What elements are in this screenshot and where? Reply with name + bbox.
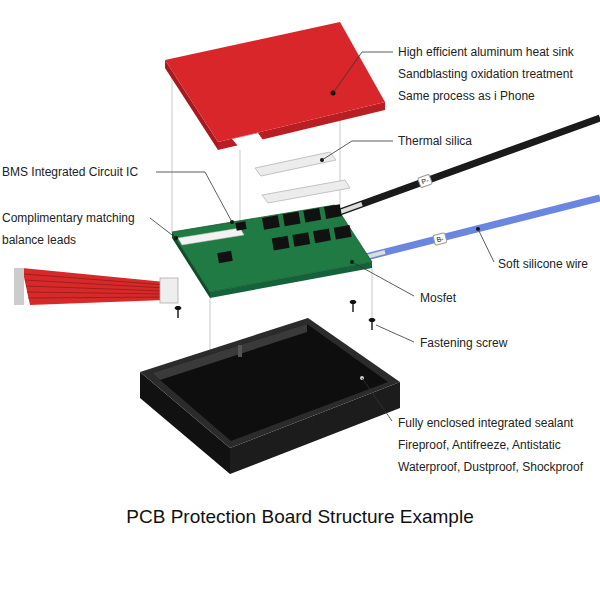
- pcb-top: [172, 205, 372, 292]
- case-wall: [152, 324, 307, 380]
- thermal-pads: [255, 152, 350, 203]
- leader-line: [362, 378, 392, 421]
- lead-ends: [14, 268, 24, 305]
- enclosure-case: [140, 318, 400, 474]
- thermal-pad: [255, 152, 336, 176]
- ic-chip: [217, 251, 233, 263]
- mosfet: [324, 204, 342, 219]
- leader-line: [352, 262, 414, 296]
- balance-connector: [178, 228, 244, 245]
- heat-sink-notch: [232, 133, 263, 146]
- pcb-board: [172, 203, 372, 298]
- mosfet: [303, 208, 321, 223]
- callout-text: Complimentary matching balance leads: [2, 207, 147, 251]
- leader-lines: [150, 52, 494, 421]
- case-inside: [152, 324, 388, 441]
- lead-connector: [160, 278, 178, 303]
- mosfet: [272, 236, 290, 251]
- mosfet: [283, 212, 301, 227]
- wires: [340, 118, 600, 258]
- mosfet: [313, 229, 331, 244]
- screw-shaft: [352, 302, 353, 312]
- blue-wire: [362, 198, 600, 258]
- screw-shaft: [371, 320, 372, 330]
- heat-sink: [165, 22, 385, 150]
- guide-line: [372, 268, 373, 318]
- caption: PCB Protection Board Structure Example: [0, 505, 600, 529]
- thermal-pad: [262, 180, 350, 203]
- guide-line: [240, 150, 241, 228]
- wire-tag: B-: [432, 232, 447, 246]
- ribbon-stripe: [26, 286, 165, 291]
- ribbon-stripe: [24, 274, 165, 285]
- case-rim: [140, 318, 400, 448]
- screws: [175, 300, 375, 330]
- leader-line: [333, 52, 393, 93]
- mosfet-group: [262, 203, 352, 251]
- callout-text: Mosfet: [420, 287, 456, 309]
- ribbon-stripe: [28, 297, 165, 298]
- mosfet: [262, 215, 280, 230]
- wire-end: [340, 204, 362, 212]
- mosfet: [292, 232, 310, 247]
- callout-text: BMS Integrated Circuit IC: [2, 161, 138, 183]
- callout-text: Fastening screw: [420, 332, 507, 354]
- callout-text: Thermal silica: [398, 130, 472, 152]
- case-post: [238, 345, 242, 357]
- callout-text: High efficient aluminum heat sink Sandbl…: [398, 41, 594, 107]
- leader-line: [150, 218, 176, 238]
- ic-chip: [235, 221, 246, 231]
- guide-line: [172, 68, 173, 232]
- black-wire: [340, 118, 600, 212]
- leader-line: [156, 172, 232, 222]
- ribbon-stripe: [27, 292, 165, 294]
- callout-text: Soft silicone wire: [498, 253, 588, 275]
- callout-text: Fully enclosed integrated sealant Firepr…: [398, 412, 594, 478]
- mosfet: [334, 225, 352, 240]
- leader-line: [322, 141, 393, 160]
- leader-line: [478, 229, 494, 262]
- leader-line: [376, 325, 414, 342]
- heat-sink-top: [165, 22, 385, 142]
- ribbon-cable: [22, 268, 165, 305]
- screw-shaft: [177, 308, 178, 318]
